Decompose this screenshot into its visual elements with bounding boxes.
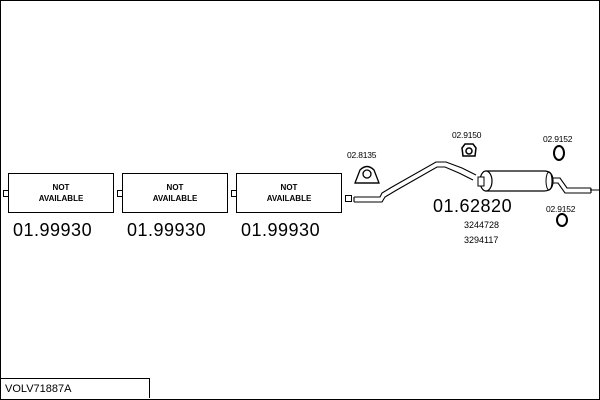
oem-number: 3294117 <box>464 235 499 245</box>
not-available-box: NOT AVAILABLE <box>236 173 342 213</box>
diagram-code: VOLV71887A <box>0 378 150 398</box>
ring-part-label: 02.9152 <box>543 134 573 144</box>
muffler-part-number: 01.62820 <box>433 196 513 216</box>
part-number: 01.99930 <box>13 220 93 240</box>
not-available-line1: NOT <box>52 183 70 192</box>
gasket-clamp-icon <box>354 165 380 184</box>
not-available-box: NOT AVAILABLE <box>8 173 114 213</box>
not-available-line1: NOT <box>166 183 184 192</box>
not-available-line2: AVAILABLE <box>152 194 198 203</box>
connector-marker <box>345 195 352 202</box>
not-available-box: NOT AVAILABLE <box>122 173 228 213</box>
part-number: 01.99930 <box>241 220 321 240</box>
mount-part-label: 02.9150 <box>452 130 482 140</box>
rubber-mount-icon <box>461 143 477 157</box>
not-available-line2: AVAILABLE <box>266 194 312 203</box>
not-available-line2: AVAILABLE <box>38 194 84 203</box>
rubber-ring-icon <box>556 213 568 227</box>
rubber-ring-icon <box>553 145 565 161</box>
oem-number: 3244728 <box>464 220 500 230</box>
muffler-body <box>477 170 554 192</box>
tailpipe <box>553 177 592 194</box>
gasket-part-label: 02.8135 <box>347 150 377 160</box>
ring-part-label: 02.9152 <box>546 204 576 214</box>
part-number: 01.99930 <box>127 220 207 240</box>
exhaust-pipe <box>353 161 477 203</box>
not-available-line1: NOT <box>280 183 298 192</box>
